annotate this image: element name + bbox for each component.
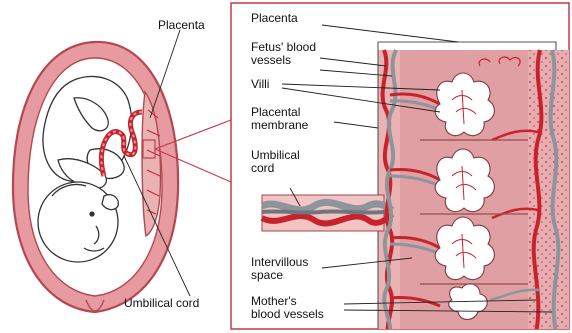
label-mothers-blood-vessels: Mother's blood vessels (251, 295, 324, 321)
label-umbilical-cord: Umbilical cord (251, 149, 300, 175)
label-left-umbilical-cord: Umbilical cord (124, 297, 199, 310)
label-left-placenta: Placenta (158, 19, 205, 32)
umbilical-cord-inset (262, 195, 392, 231)
label-placenta: Placenta (251, 12, 298, 25)
label-villi: Villi (251, 78, 269, 91)
label-placental-membrane: Placental membrane (251, 106, 308, 132)
label-intervillous-space: Intervillous space (251, 256, 308, 282)
label-fetus-blood-vessels: Fetus' blood vessels (251, 41, 316, 67)
